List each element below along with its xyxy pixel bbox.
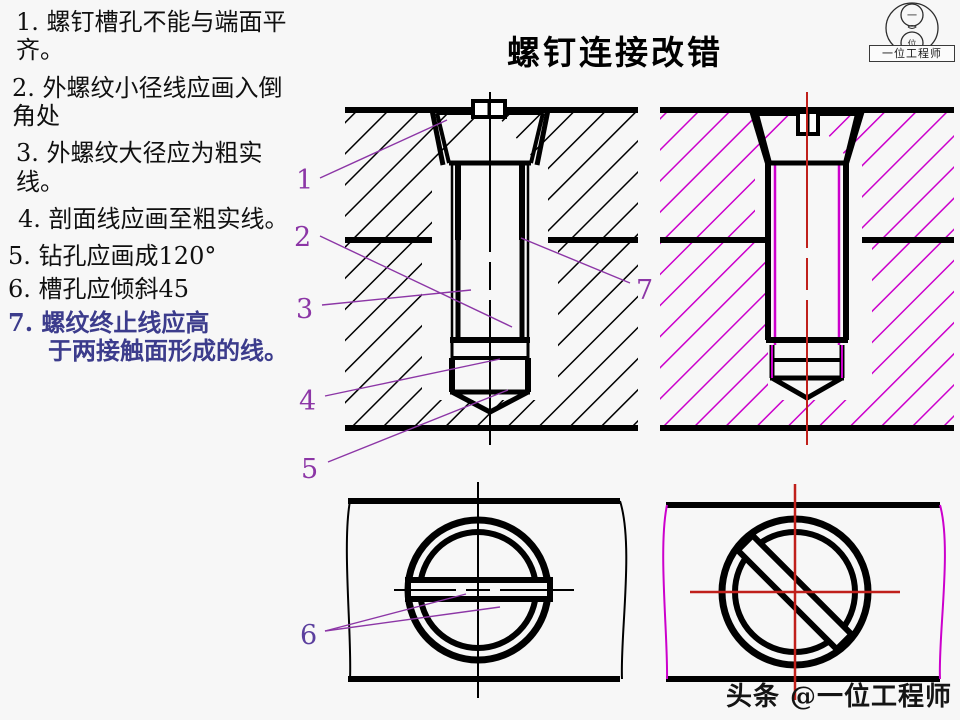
view-incorrect-top — [345, 482, 628, 698]
logo-char-bottom: 位 — [907, 38, 916, 50]
watermark-text: 头条 @一位工程师 — [726, 682, 953, 712]
callout-4: 4 — [299, 386, 317, 417]
error-notes-list: 1. 螺钉槽孔不能与端面平齐。 2. 外螺纹小径线应画入倒角处 3. 外螺纹大径… — [6, 8, 291, 374]
note-item-1: 1. 螺钉槽孔不能与端面平齐。 — [16, 8, 287, 65]
page-title: 螺钉连接改错 — [507, 33, 723, 72]
callout-leader-lines — [319, 119, 631, 632]
view-correct-section — [660, 92, 954, 445]
note-item-4: 4. 剖面线应画至粗实线。 — [18, 204, 289, 233]
note-item-3: 3. 外螺纹大径应为粗实线。 — [16, 139, 263, 196]
callout-1: 1 — [296, 165, 314, 196]
callout-2: 2 — [294, 222, 312, 253]
note-item-7-cont: 于两接触面形成的线。 — [48, 336, 288, 366]
logo-caption: 一位工程师 — [869, 45, 955, 62]
callout-7: 7 — [636, 275, 654, 306]
note-item-6: 6. 槽孔应倾斜45 — [8, 274, 190, 303]
note-item-5: 5. 钻孔应画成120° — [8, 242, 217, 271]
view-incorrect-section — [345, 92, 638, 445]
note-item-7: 7. 螺纹终止线应高于两接触面形成的线。 — [6, 307, 291, 366]
callout-3: 3 — [296, 294, 314, 325]
view-correct-top — [662, 484, 946, 700]
note-item-2: 2. 外螺纹小径线应画入倒角处 — [12, 73, 283, 130]
note-item-7-head: 7. 螺纹终止线应高 — [8, 307, 210, 337]
callout-6: 6 — [300, 620, 318, 651]
callout-5: 5 — [301, 454, 319, 485]
logo-char-top: 一 — [907, 11, 917, 22]
